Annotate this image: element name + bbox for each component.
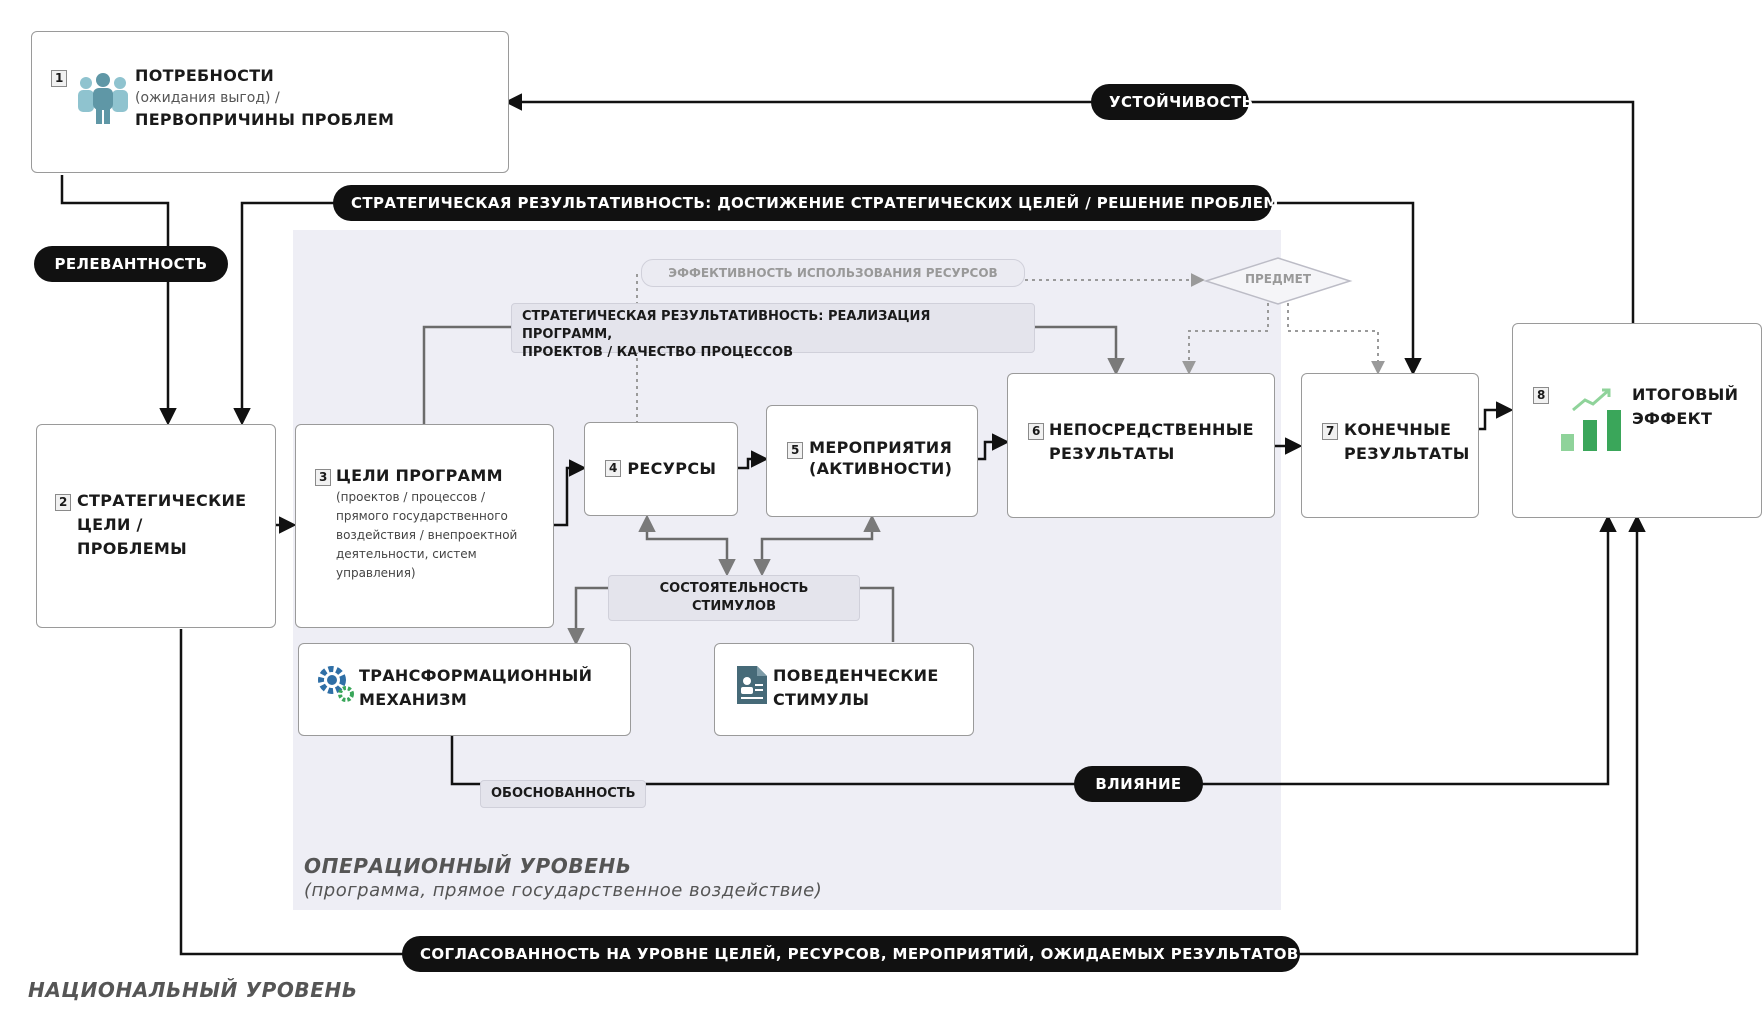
box-number: 6 [1028,423,1045,440]
gear-icon [318,666,354,702]
program-goals-detail: (проектов / процессов / [336,490,486,504]
program-performance-tag: СТРАТЕГИЧЕСКАЯ РЕЗУЛЬТАТИВНОСТЬ: РЕАЛИЗА… [511,303,1035,360]
box-number: 2 [55,494,72,511]
national-level-title: НАЦИОНАЛЬНЫЙ УРОВЕНЬ [28,978,358,1002]
box-number: 3 [315,469,332,486]
consistency-pill: СОГЛАСОВАННОСТЬ НА УРОВНЕ ЦЕЛЕЙ, РЕСУРСО… [402,936,1300,972]
resources-title: РЕСУРСЫ [627,459,717,478]
behavior-line-1: ПОВЕДЕНЧЕСКИЕ [773,666,939,685]
operational-level-title: ОПЕРАЦИОННЫЙ УРОВЕНЬ [304,854,632,878]
strategic-goals-line-3: ПРОБЛЕМЫ [77,539,188,558]
final-results-box: 7 КОНЕЧНЫЕ РЕЗУЛЬТАТЫ [1301,373,1479,518]
needs-title: ПОТРЕБНОСТИ [135,66,275,85]
operational-level-subtitle: (программа, прямое государственное возде… [304,880,823,901]
needs-title-2: ПЕРВОПРИЧИНЫ ПРОБЛЕМ [135,110,395,129]
activities-line-1: МЕРОПРИЯТИЯ [809,438,953,457]
needs-box: 1 ПОТРЕБНОСТИ (ожидания выгод) / ПЕРВОПР… [31,31,509,173]
activities-box: 5 МЕРОПРИЯТИЯ (АКТИВНОСТИ) [766,405,978,517]
program-goals-detail: прямого государственного [336,509,508,523]
strategic-performance-pill: СТРАТЕГИЧЕСКАЯ РЕЗУЛЬТАТИВНОСТЬ: ДОСТИЖЕ… [333,185,1278,221]
transform-line-1: ТРАНСФОРМАЦИОННЫЙ [359,666,593,685]
total-effect-box: 8 ИТОГОВЫЙ ЭФФЕКТ [1512,323,1762,518]
program-goals-title: ЦЕЛИ ПРОГРАММ [336,466,503,485]
box-number: 5 [787,442,804,459]
box-number: 4 [605,460,622,477]
immediate-results-line-1: НЕПОСРЕДСТВЕННЫЕ [1049,420,1254,439]
activities-line-2: (АКТИВНОСТИ) [809,459,953,478]
strategic-goals-box: 2 СТРАТЕГИЧЕСКИЕ ЦЕЛИ / ПРОБЛЕМЫ [36,424,276,628]
resources-box: 4 РЕСУРСЫ [584,422,738,516]
growth-chart-icon [1561,388,1621,451]
relevance-pill: РЕЛЕВАНТНОСТЬ [34,246,228,282]
transform-mechanism-box: ТРАНСФОРМАЦИОННЫЙ МЕХАНИЗМ [298,643,631,736]
document-person-icon [737,666,767,704]
box-number: 7 [1322,423,1339,440]
program-goals-box: 3 ЦЕЛИ ПРОГРАММ (проектов / процессов / … [295,424,554,628]
subject-label: ПРЕДМЕТ [1244,272,1312,286]
efficiency-tag: ЭФФЕКТИВНОСТЬ ИСПОЛЬЗОВАНИЯ РЕСУРСОВ [641,259,1025,287]
total-effect-line-2: ЭФФЕКТ [1632,409,1713,428]
immediate-results-box: 6 НЕПОСРЕДСТВЕННЫЕ РЕЗУЛЬТАТЫ [1007,373,1275,518]
transform-line-2: МЕХАНИЗМ [359,690,468,709]
box-number: 8 [1533,387,1550,404]
influence-pill: ВЛИЯНИЕ [1074,766,1203,802]
sustainability-pill: УСТОЙЧИВОСТЬ [1091,84,1253,120]
box-number: 1 [51,70,68,87]
total-effect-line-1: ИТОГОВЫЙ [1632,385,1739,404]
needs-subtitle: (ожидания выгод) / [135,90,280,106]
behavioral-incentives-box: ПОВЕДЕНЧЕСКИЕ СТИМУЛЫ [714,643,974,736]
final-results-line-2: РЕЗУЛЬТАТЫ [1344,444,1470,463]
validity-tag: ОБОСНОВАННОСТЬ [480,780,646,808]
subject-diamond [1203,257,1353,305]
incentives-consistency-tag: СОСТОЯТЕЛЬНОСТЬ СТИМУЛОВ [608,575,860,621]
strategic-goals-line-2: ЦЕЛИ / [77,515,143,534]
immediate-results-line-2: РЕЗУЛЬТАТЫ [1049,444,1175,463]
program-performance-line-2: ПРОЕКТОВ / КАЧЕСТВО ПРОЦЕССОВ [522,345,794,360]
people-icon [78,73,128,124]
behavior-line-2: СТИМУЛЫ [773,690,870,709]
program-performance-line-1: СТРАТЕГИЧЕСКАЯ РЕЗУЛЬТАТИВНОСТЬ: РЕАЛИЗА… [522,309,931,342]
strategic-goals-line-1: СТРАТЕГИЧЕСКИЕ [77,491,247,510]
program-goals-detail: управления) [336,566,416,580]
program-goals-detail: деятельности, систем [336,547,477,561]
program-goals-detail: воздействия / внепроектной [336,528,518,542]
final-results-line-1: КОНЕЧНЫЕ [1344,420,1452,439]
